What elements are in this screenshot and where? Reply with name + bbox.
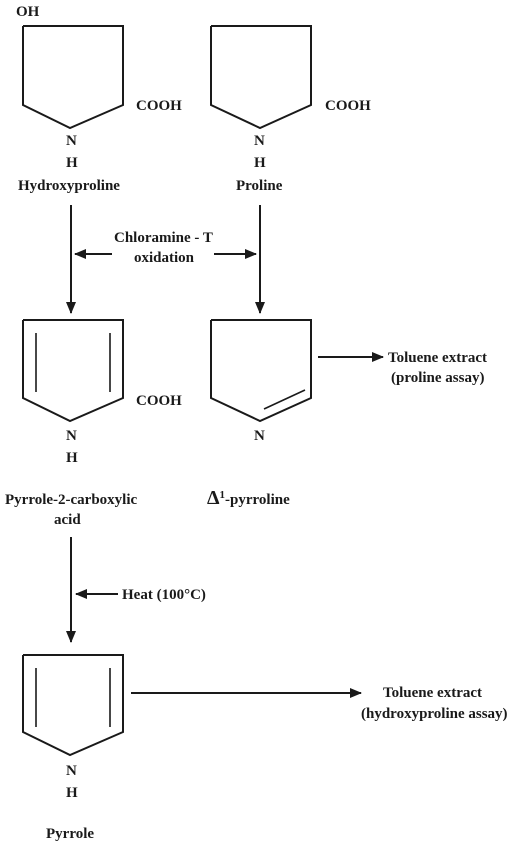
pyrroline-n-label: N	[254, 428, 265, 444]
pyrrole-h-label: H	[66, 785, 78, 801]
pyrrole-2-carboxylic-name-line2: acid	[54, 512, 81, 528]
proline-n-label: N	[254, 133, 265, 149]
oxidation-label: oxidation	[134, 250, 195, 266]
proline-assay-label: (proline assay)	[391, 370, 484, 386]
pyrrole-2-carboxylic-h-label: H	[66, 450, 78, 466]
proline-extract-label: Toluene extract	[388, 350, 487, 366]
proline-structure: COOH N H Proline	[210, 25, 371, 194]
pyrroline-name: Δ1-pyrroline	[207, 487, 290, 509]
heat-label: Heat (100°C)	[122, 587, 206, 603]
pyrrole-ring	[22, 654, 124, 757]
hydroxyproline-oh-label: OH	[16, 4, 40, 20]
hydroxyproline-structure: OH COOH N H Hydroxyproline	[16, 4, 182, 194]
hydroxyproline-extract-label: Toluene extract	[383, 685, 482, 701]
pyrroline-superscript: 1	[220, 489, 226, 501]
oxidation-reagent-label: Chloramine - T	[114, 230, 213, 246]
pyrrole-2-carboxylic-acid-structure: COOH N H Pyrrole-2-carboxylic acid	[5, 319, 182, 528]
pyrroline-double-bond	[263, 389, 306, 410]
pyrrole-2-carboxylic-ring	[22, 319, 124, 423]
pyrrole-name: Pyrrole	[46, 826, 94, 842]
pyrrole-2-carboxylic-name-line1: Pyrrole-2-carboxylic	[5, 492, 138, 508]
proline-name: Proline	[236, 178, 283, 194]
proline-h-label: H	[254, 155, 266, 171]
pyrrole-2-carboxylic-cooh-label: COOH	[136, 393, 182, 409]
hydroxyproline-h-label: H	[66, 155, 78, 171]
pyrrole-2-carboxylic-n-label: N	[66, 428, 77, 444]
pyrroline-name-suffix: -pyrroline	[225, 492, 290, 508]
proline-extract-step: Toluene extract (proline assay)	[318, 350, 487, 386]
pyrrole-structure: N H Pyrrole	[22, 654, 124, 842]
proline-cooh-label: COOH	[325, 98, 371, 114]
pyrrole-n-label: N	[66, 763, 77, 779]
hydroxyproline-name: Hydroxyproline	[18, 178, 120, 194]
hydroxyproline-assay-label: (hydroxyproline assay)	[361, 706, 508, 722]
pyrroline-structure: N Δ1-pyrroline	[207, 319, 312, 509]
pyrroline-ring	[210, 319, 312, 423]
heat-step: Heat (100°C)	[66, 537, 206, 643]
delta-symbol: Δ	[207, 487, 220, 509]
oxidation-step: Chloramine - T oxidation	[66, 205, 265, 314]
hydroxyproline-ring	[22, 25, 124, 130]
hydroxyproline-n-label: N	[66, 133, 77, 149]
hydroxyproline-cooh-label: COOH	[136, 98, 182, 114]
hydroxyproline-extract-step: Toluene extract (hydroxyproline assay)	[131, 685, 508, 722]
proline-ring	[210, 25, 312, 130]
